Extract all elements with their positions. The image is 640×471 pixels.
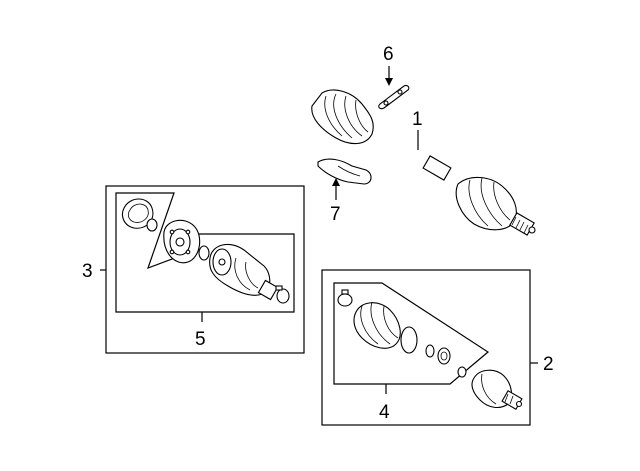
callout-6: 6 xyxy=(383,44,394,65)
circlip-part[interactable] xyxy=(457,366,467,378)
boot-part[interactable] xyxy=(353,301,401,349)
cv-joint-housing[interactable] xyxy=(209,243,279,301)
heat-shield-part[interactable] xyxy=(317,158,372,185)
small-ring[interactable] xyxy=(146,218,158,232)
flange-part[interactable] xyxy=(163,219,201,264)
clamp-part[interactable] xyxy=(378,84,410,110)
callout-1: 1 xyxy=(412,109,423,130)
outer-cv-joint[interactable] xyxy=(471,369,523,410)
snap-ring[interactable] xyxy=(198,245,210,261)
callout-3: 3 xyxy=(82,261,93,282)
kit-box-4 xyxy=(333,282,490,385)
callout-5: 5 xyxy=(195,329,206,350)
callout-7: 7 xyxy=(330,204,341,225)
kit-box-2 xyxy=(321,269,531,426)
small-clamp-part[interactable] xyxy=(337,289,353,307)
retaining-ring[interactable] xyxy=(425,344,435,358)
large-clamp-part[interactable] xyxy=(400,326,418,354)
axle-shaft-assembly[interactable] xyxy=(311,89,536,236)
callout-4: 4 xyxy=(379,402,390,423)
boot-clamp-part[interactable] xyxy=(275,285,290,304)
spacer-part[interactable] xyxy=(437,347,451,365)
callout-2: 2 xyxy=(543,354,554,375)
